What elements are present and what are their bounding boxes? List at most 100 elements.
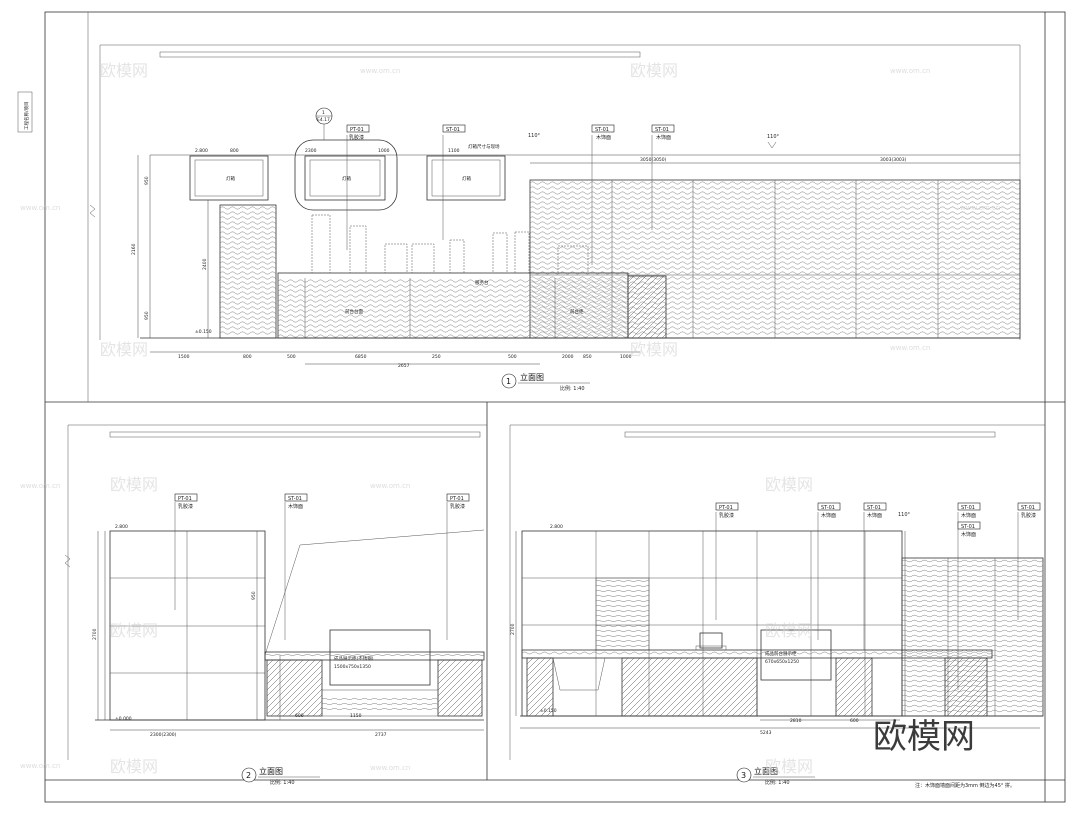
svg-text:2: 2 <box>246 771 251 780</box>
svg-text:2400: 2400 <box>202 258 208 270</box>
svg-text:2737: 2737 <box>375 732 387 738</box>
svg-text:欧模网: 欧模网 <box>630 340 678 359</box>
svg-text:木饰面: 木饰面 <box>596 134 611 141</box>
svg-text:800: 800 <box>230 148 239 154</box>
svg-text:2.800: 2.800 <box>550 524 563 530</box>
svg-text:950: 950 <box>144 311 150 320</box>
svg-text:2300(2300): 2300(2300) <box>150 732 177 738</box>
light-box-2: 灯箱 <box>294 139 398 211</box>
svg-text:欧模网: 欧模网 <box>765 621 813 640</box>
svg-text:www.om.cn: www.om.cn <box>890 344 930 352</box>
light-box-label: 灯箱 <box>462 175 471 182</box>
svg-text:500: 500 <box>287 354 296 360</box>
svg-text:www.om.cn: www.om.cn <box>20 204 60 212</box>
svg-text:乳胶漆: 乳胶漆 <box>450 503 465 510</box>
svg-text:成品展示柜(不锈钢): 成品展示柜(不锈钢) <box>334 655 374 662</box>
svg-text:±0.150: ±0.150 <box>195 329 212 335</box>
svg-text:www.om.cn: www.om.cn <box>890 67 930 75</box>
watermarks: 欧模网 www.om.cn 欧模网 www.om.cn 欧模网 欧模网 www.… <box>20 61 1000 776</box>
svg-text:1: 1 <box>506 377 511 386</box>
svg-text:1: 1 <box>322 110 325 116</box>
svg-text:1100: 1100 <box>448 148 460 154</box>
svg-text:670x650x1250: 670x650x1250 <box>765 659 799 665</box>
svg-text:立面图: 立面图 <box>520 372 544 382</box>
svg-text:3: 3 <box>741 771 746 780</box>
svg-text:±0.150: ±0.150 <box>540 708 557 714</box>
svg-text:3003(3003): 3003(3003) <box>880 157 907 163</box>
title-block-text: 工程名称/项目 <box>23 101 30 130</box>
svg-text:欧模网: 欧模网 <box>765 757 813 776</box>
svg-text:成品前台展示柜: 成品前台展示柜 <box>765 650 797 657</box>
svg-text:1500: 1500 <box>178 354 190 360</box>
svg-text:2.800: 2.800 <box>115 524 128 530</box>
wave-panel-left <box>219 204 277 339</box>
svg-text:110°: 110° <box>528 133 541 139</box>
svg-text:欧模网: 欧模网 <box>100 340 148 359</box>
svg-text:比例: 1:40: 比例: 1:40 <box>765 779 790 786</box>
svg-text:1000: 1000 <box>378 148 390 154</box>
elevation-3: 成品前台展示柜 670x650x1250 PT-01 乳胶漆 ST-01 木饰面… <box>509 424 1045 789</box>
svg-text:ST-01: ST-01 <box>961 505 975 511</box>
svg-text:2300: 2300 <box>305 148 317 154</box>
svg-text:比例: 1:40: 比例: 1:40 <box>560 385 585 392</box>
svg-text:1000: 1000 <box>620 354 632 360</box>
svg-text:立面图: 立面图 <box>754 766 778 776</box>
dimensions-left-elev1: 2160 950 950 2400 ±0.150 <box>131 155 212 338</box>
svg-text:110°: 110° <box>767 134 780 140</box>
light-box-label: 灯箱 <box>342 175 351 182</box>
svg-text:1150: 1150 <box>350 713 362 719</box>
svg-text:木饰面: 木饰面 <box>961 531 976 538</box>
light-box-1: 灯箱 <box>189 155 269 201</box>
elevation-1: 灯箱 灯箱 灯箱 1 E4.17 <box>99 44 1021 392</box>
svg-text:乳胶漆: 乳胶漆 <box>349 134 364 141</box>
footnote: 注：木饰面墙面间距为3mm 倒边为45° 拼。 <box>915 782 1015 789</box>
svg-text:ST-01: ST-01 <box>821 505 835 511</box>
wave-wall-right <box>529 179 1021 339</box>
svg-text:www.om.cn: www.om.cn <box>20 482 60 490</box>
svg-text:PT-01: PT-01 <box>350 127 364 133</box>
svg-text:3050(3050): 3050(3050) <box>640 157 667 163</box>
monitor-icon <box>699 632 723 649</box>
svg-text:2657: 2657 <box>398 363 410 369</box>
svg-text:www.om.cn: www.om.cn <box>370 764 410 772</box>
svg-text:欧模网: 欧模网 <box>630 61 678 80</box>
svg-text:木饰面: 木饰面 <box>867 512 882 519</box>
svg-text:木饰面: 木饰面 <box>288 503 303 510</box>
svg-text:ST-01: ST-01 <box>288 496 302 502</box>
svg-text:www.om.cn: www.om.cn <box>20 762 60 770</box>
svg-text:850: 850 <box>583 354 592 360</box>
svg-text:欧模网: 欧模网 <box>100 61 148 80</box>
svg-text:950: 950 <box>251 591 257 600</box>
svg-text:ST-01: ST-01 <box>1021 505 1035 511</box>
svg-text:乳胶漆: 乳胶漆 <box>719 512 734 519</box>
svg-text:2160: 2160 <box>131 243 137 255</box>
elevation-2-title: 2 立面图 比例: 1:40 <box>241 766 320 786</box>
detail-callout-ring <box>294 139 398 211</box>
light-box-3: 灯箱 <box>426 155 506 201</box>
dimensions-elev2: 2.800 2300(2300) 2737 600 1150 950 ±0.00… <box>92 524 484 738</box>
counter-label: 前台柜 <box>570 308 584 315</box>
svg-text:www.om.cn: www.om.cn <box>370 482 410 490</box>
reception-counter-elev3: 成品前台展示柜 670x650x1250 <box>521 629 993 717</box>
svg-text:乳胶漆: 乳胶漆 <box>178 503 193 510</box>
svg-text:比例: 1:40: 比例: 1:40 <box>270 779 295 786</box>
svg-text:欧模网: 欧模网 <box>110 757 158 776</box>
svg-text:500: 500 <box>508 354 517 360</box>
svg-text:ST-01: ST-01 <box>867 505 881 511</box>
svg-text:ST-01: ST-01 <box>961 524 975 530</box>
material-tags-elev3: PT-01 乳胶漆 ST-01 木饰面 ST-01 木饰面 ST-01 木饰面 … <box>715 502 1041 690</box>
svg-text:250: 250 <box>432 354 441 360</box>
wall-grid-elev2 <box>109 529 485 721</box>
svg-text:2.800: 2.800 <box>195 148 208 154</box>
svg-text:1500x750x1350: 1500x750x1350 <box>334 664 371 670</box>
svg-text:木饰面: 木饰面 <box>821 512 836 519</box>
svg-text:乳胶漆: 乳胶漆 <box>1021 512 1036 519</box>
svg-text:木饰面: 木饰面 <box>656 134 671 141</box>
reception-counter: 前台台面 服务台 前台柜 <box>277 214 667 339</box>
svg-text:欧模网: 欧模网 <box>765 475 813 494</box>
counter-label: 前台台面 <box>345 308 363 315</box>
svg-text:110°: 110° <box>898 512 911 518</box>
material-tags-elev1: PT-01 乳胶漆 ST-01 ST-01 木饰面 ST-01 木饰面 110°… <box>346 124 780 265</box>
dimensions-top-elev1: 2.800 800 2300 1000 1100 3050(3050) 3003… <box>150 148 1020 164</box>
dimensions-elev3: 2.800 5243 2810 600 ±0.150 2700 <box>510 524 1040 736</box>
